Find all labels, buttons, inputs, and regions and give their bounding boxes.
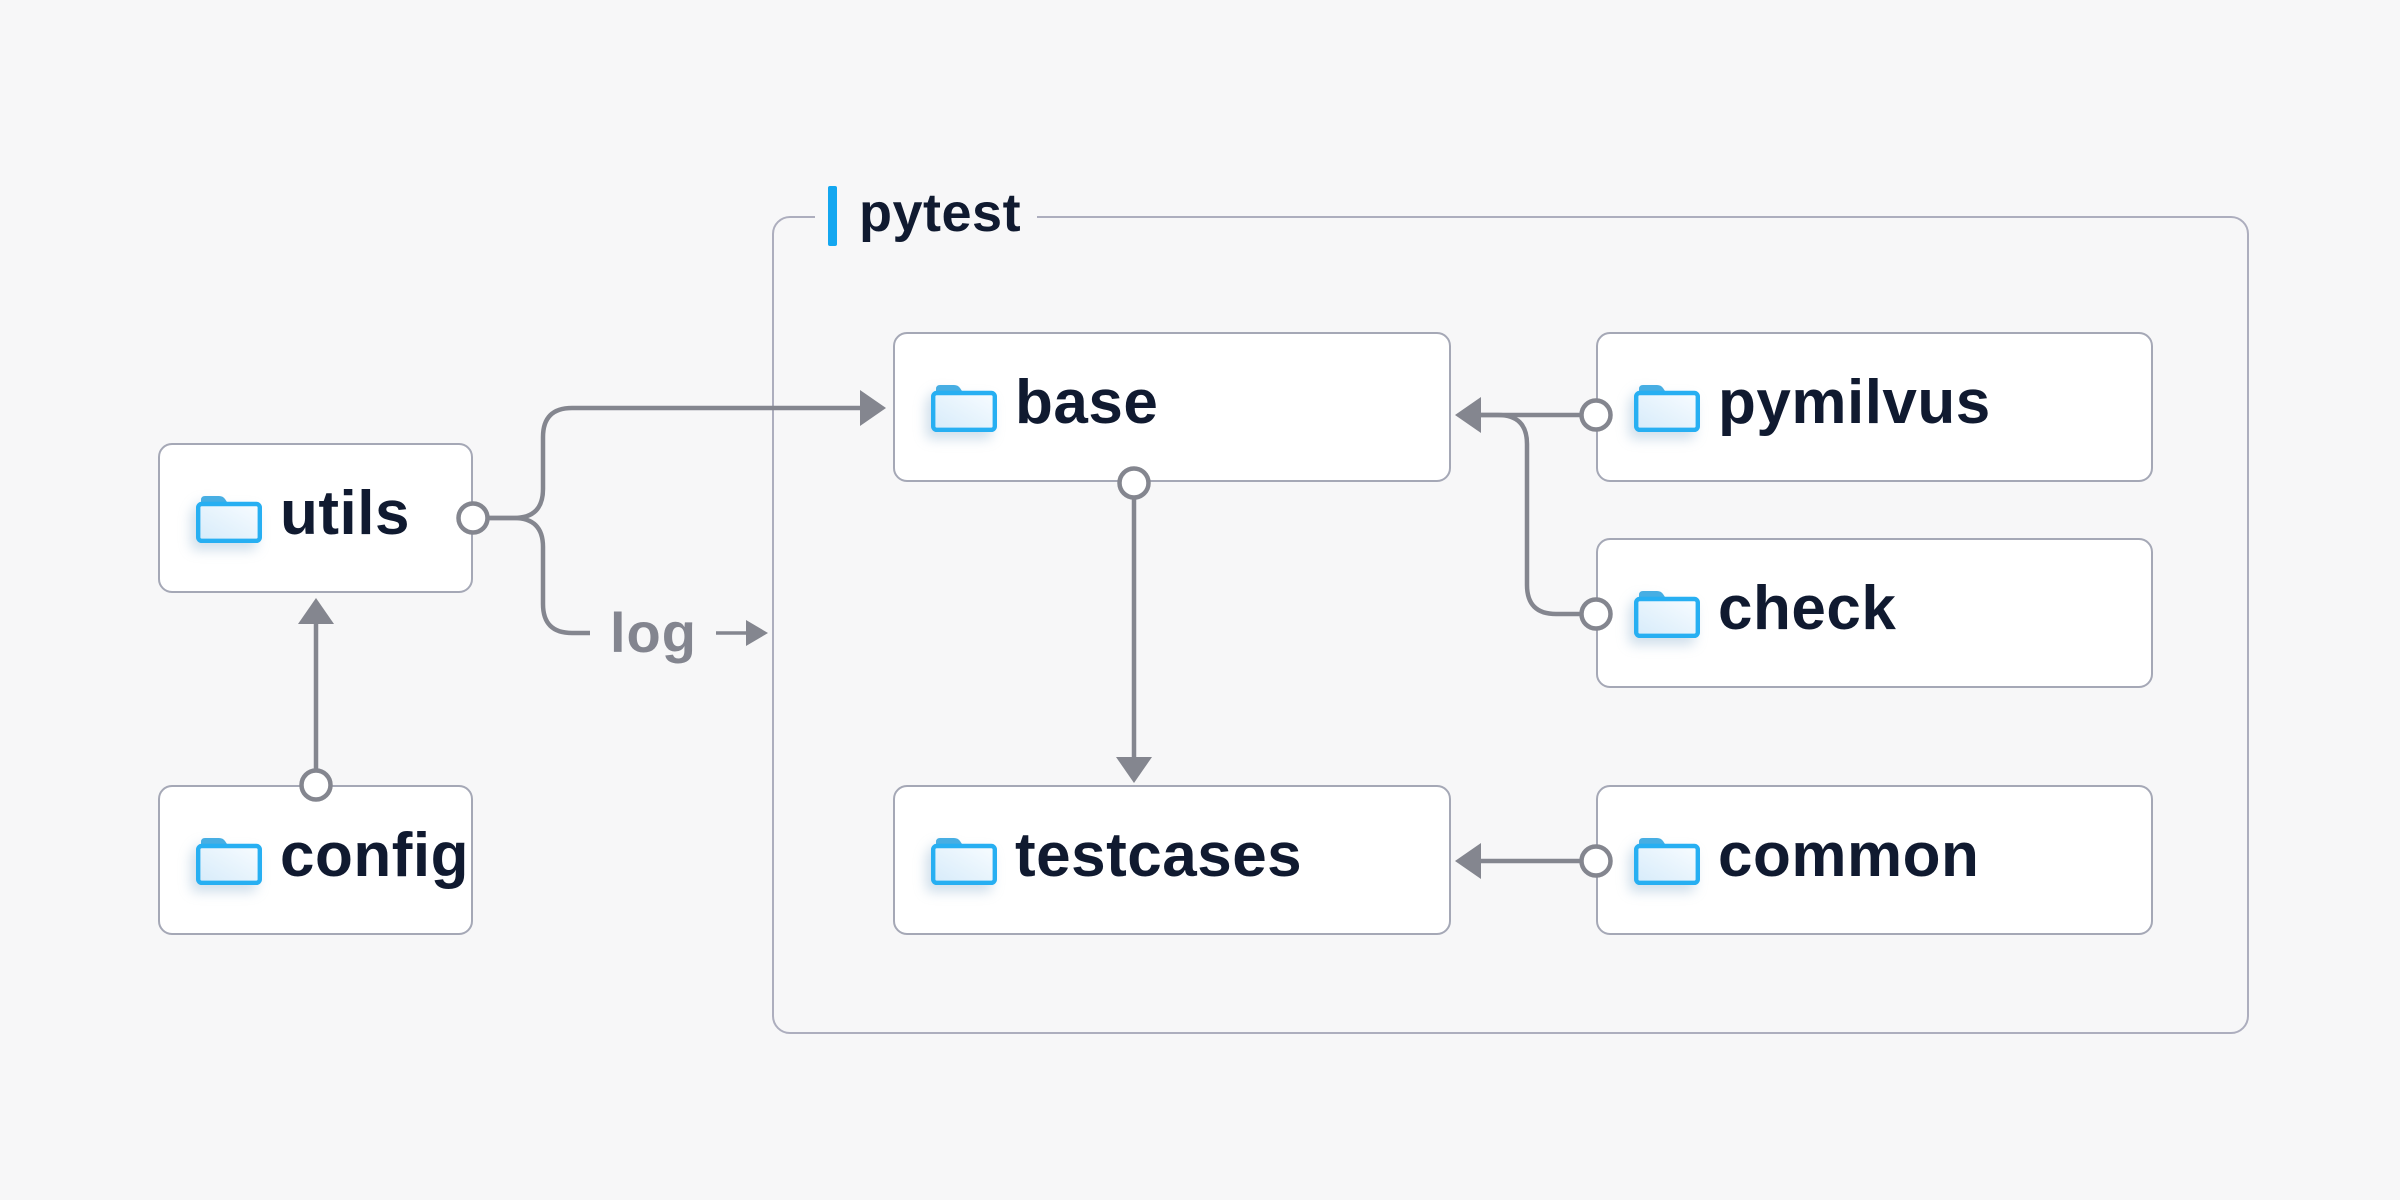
node-pymilvus-label: pymilvus — [1718, 368, 1991, 437]
node-common: common — [1596, 785, 2153, 935]
pytest-group-container — [772, 216, 2249, 1034]
node-utils-label: utils — [280, 479, 410, 548]
folder-icon — [1634, 835, 1700, 885]
edge-label-log: log — [610, 601, 697, 664]
node-testcases: testcases — [893, 785, 1451, 935]
node-pymilvus: pymilvus — [1596, 332, 2153, 482]
edge-utils-log — [488, 515, 590, 636]
folder-icon — [1634, 382, 1700, 432]
accent-bar — [828, 186, 837, 246]
folder-icon — [1634, 588, 1700, 638]
arrowhead-config-utils — [298, 598, 334, 624]
node-check-label: check — [1718, 574, 1897, 643]
pytest-group-title: pytest — [859, 183, 1022, 243]
node-config: config — [158, 785, 473, 935]
arrowhead-log — [746, 620, 768, 646]
node-check: check — [1596, 538, 2153, 688]
folder-icon — [196, 493, 262, 543]
folder-icon — [931, 382, 997, 432]
pytest-group-label: pytest — [815, 183, 1038, 248]
folder-icon — [196, 835, 262, 885]
node-base-label: base — [1015, 368, 1159, 437]
node-base: base — [893, 332, 1451, 482]
node-common-label: common — [1718, 821, 1980, 890]
node-testcases-label: testcases — [1015, 821, 1303, 890]
node-config-label: config — [280, 821, 469, 890]
node-utils: utils — [158, 443, 473, 593]
folder-icon — [931, 835, 997, 885]
